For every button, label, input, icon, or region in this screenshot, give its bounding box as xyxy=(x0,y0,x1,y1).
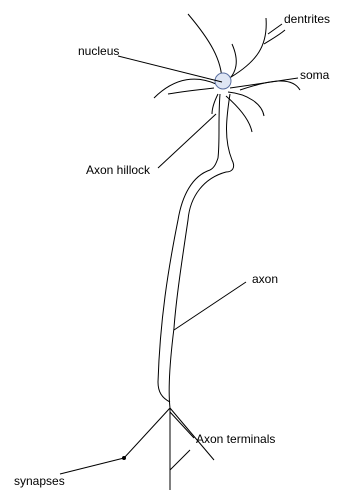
axon-terminal-branch xyxy=(170,450,190,470)
label-nucleus: nucleus xyxy=(78,44,119,58)
pointer-line-axon xyxy=(174,282,246,330)
pointer-line-dendrites xyxy=(268,24,282,34)
dendrite-branch xyxy=(226,96,252,132)
label-soma: soma xyxy=(300,68,329,82)
axon-right-edge xyxy=(169,172,226,408)
label-axon: axon xyxy=(252,272,278,286)
dendrite-branch xyxy=(264,30,285,44)
dendrite-branch xyxy=(212,94,218,114)
axon-terminal-branch xyxy=(124,408,170,458)
dendrite-branch xyxy=(188,14,222,82)
dendrite-branch xyxy=(228,92,264,116)
label-synapses: synapses xyxy=(14,474,65,488)
dendrite-branch xyxy=(168,88,214,94)
pointer-line-synapses xyxy=(60,458,124,474)
axon-left-edge xyxy=(158,170,210,402)
dendrite-branch xyxy=(226,18,266,80)
pointer-line-soma xyxy=(230,78,298,88)
axon-hillock-edge xyxy=(226,94,234,172)
pointer-line-terminals xyxy=(170,412,194,438)
axon-hillock-edge xyxy=(210,94,220,170)
pointer-line-hillock xyxy=(158,114,216,168)
label-axon-terminals: Axon terminals xyxy=(196,432,275,446)
label-dendrites: dentrites xyxy=(284,12,330,26)
pointer-line-nucleus xyxy=(118,56,222,82)
label-axon-hillock: Axon hillock xyxy=(86,163,150,177)
